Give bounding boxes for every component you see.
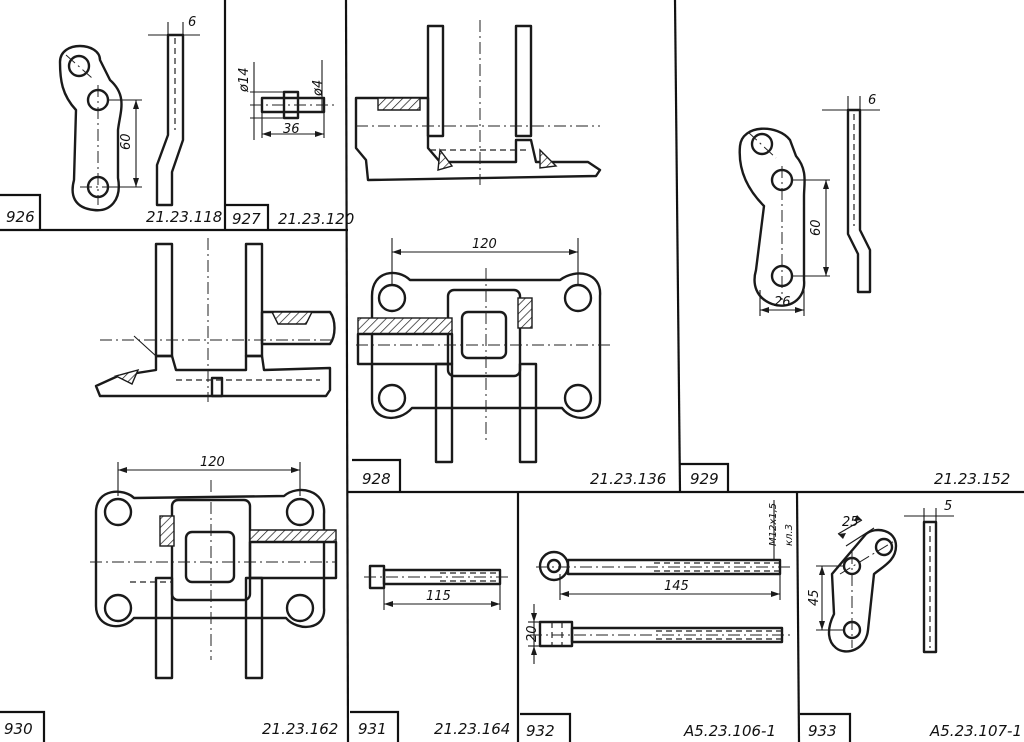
dim-label-6: 6 (868, 93, 876, 108)
class-label: кл.3 (784, 524, 795, 546)
bracket-top-view (90, 462, 338, 680)
bracket-side-view (94, 238, 336, 402)
panel-number: 928 (362, 470, 391, 488)
dim-label-25: 25 (842, 515, 859, 530)
panel-927: ø14 36 ø4 927 21.23.120 (225, 60, 354, 230)
dimension-25 (837, 515, 875, 547)
dimension-145 (559, 574, 781, 600)
dim-label-60: 60 (119, 133, 134, 150)
panel-number: 930 (4, 720, 33, 738)
dim-label-120: 120 (200, 455, 225, 470)
dim-label-26: 26 (774, 295, 791, 310)
eye-bolt-drawing (536, 550, 790, 582)
panel-931: 115 931 21.23.164 (350, 564, 510, 742)
dim-label-20: 20 (525, 625, 540, 642)
lever-plate-side-view (904, 508, 954, 654)
dim-label-diameter-14: ø14 (237, 68, 252, 94)
dim-label-6: 6 (188, 15, 196, 30)
panel-number: 927 (232, 210, 261, 228)
panel-933: 25 5 45 933 А5.23.107-1 (800, 499, 1022, 742)
dimension-60 (792, 179, 830, 277)
thread-label: M12x1,5 (768, 503, 779, 546)
dim-label-60: 60 (809, 219, 824, 236)
lever-plate-side-view (148, 22, 200, 207)
part-code: А5.23.107-1 (929, 722, 1022, 740)
panel-932: 145 20 M12x1,5 кл.3 932 А5.23.106-1 (520, 500, 795, 742)
lever-plate-drawing (738, 127, 806, 307)
lever-plate-side-view (822, 96, 880, 294)
panel-number: 926 (6, 208, 35, 226)
lever-plate-drawing (58, 44, 123, 212)
part-code: 21.23.136 (590, 470, 666, 488)
bracket-side-view (354, 20, 602, 185)
part-code: 21.23.162 (262, 720, 338, 738)
dim-label-5: 5 (944, 499, 952, 514)
eye-bolt-side-view (528, 604, 792, 664)
panel-930: 120 930 21.23.162 (0, 238, 338, 742)
panel-number: 931 (358, 720, 387, 738)
panel-number: 933 (808, 722, 837, 740)
dimension-60 (108, 99, 142, 188)
dimension-45 (816, 565, 844, 631)
dim-label-diameter-4: ø4 (311, 80, 326, 97)
bracket-top-view (356, 238, 612, 464)
panel-number: 929 (690, 470, 719, 488)
part-code: 21.23.118 (146, 208, 222, 226)
panel-928: 120 928 21.23.136 (352, 20, 666, 492)
dim-label-45: 45 (807, 589, 822, 606)
lever-plate-drawing (827, 528, 898, 653)
part-code: А5.23.106-1 (683, 722, 776, 740)
dimension-26 (759, 290, 805, 316)
panel-number: 932 (526, 722, 555, 740)
pin-drawing (250, 60, 336, 140)
dim-label-36: 36 (283, 122, 300, 137)
part-code: 21.23.152 (934, 470, 1010, 488)
dim-label-115: 115 (426, 589, 451, 604)
dim-label-145: 145 (664, 579, 689, 594)
part-code: 21.23.164 (434, 720, 510, 738)
bolt-drawing (364, 564, 508, 610)
panel-926: 6 60 926 21.23.118 (0, 15, 222, 230)
panel-929: 6 60 26 929 21.23.152 (680, 93, 1010, 492)
part-code: 21.23.120 (278, 210, 354, 228)
dim-label-120: 120 (472, 237, 497, 252)
